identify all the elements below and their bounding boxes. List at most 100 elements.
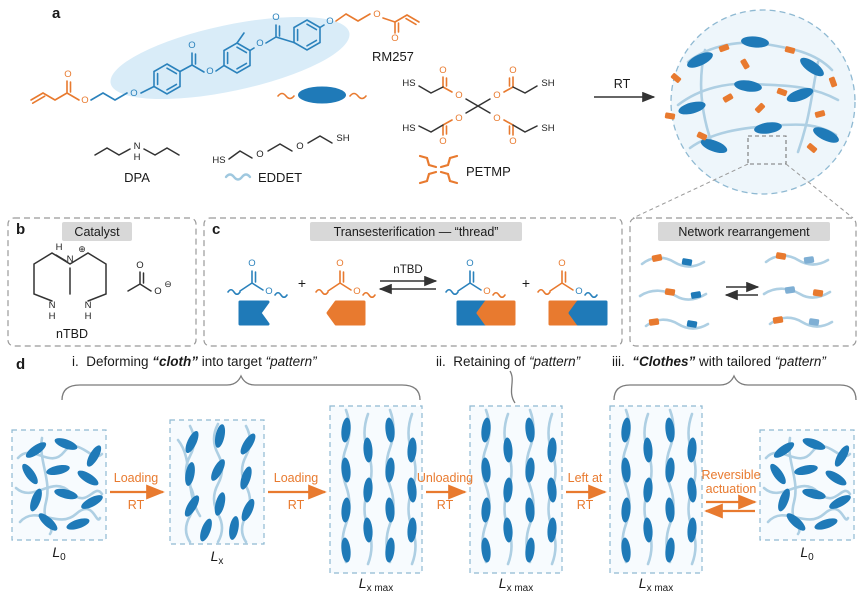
svg-text:H: H xyxy=(134,152,141,163)
svg-text:HS: HS xyxy=(402,123,415,134)
rm257-structure: O O O O O O O O O O xyxy=(30,9,420,106)
svg-text:O: O xyxy=(353,286,360,297)
heading-step-ii: ii. Retaining of “pattern” xyxy=(436,354,581,369)
panel-c: c Transesterification — “thread” O O + O… xyxy=(203,217,857,347)
rm257-highlight xyxy=(110,16,350,100)
svg-text:H: H xyxy=(85,311,92,322)
svg-text:O: O xyxy=(391,33,398,44)
dpa-label: DPA xyxy=(124,170,150,185)
svg-text:N: N xyxy=(49,300,56,311)
thread-piece-orange xyxy=(476,300,516,326)
petmp-legend: PETMP xyxy=(418,154,511,185)
svg-text:O: O xyxy=(206,66,213,77)
length-label-3: Lx max xyxy=(359,575,393,591)
svg-text:O: O xyxy=(272,12,279,23)
network-rearrangement: Network rearrangement xyxy=(629,217,857,347)
ester-orange-blue: O O xyxy=(537,258,608,326)
length-label-5: Lx max xyxy=(639,575,673,591)
svg-text:SH: SH xyxy=(336,133,349,144)
svg-text:O: O xyxy=(265,286,272,297)
svg-text:O: O xyxy=(154,286,161,297)
svg-text:O: O xyxy=(130,88,137,99)
svg-text:Loading: Loading xyxy=(114,471,159,485)
svg-text:O: O xyxy=(256,38,263,49)
svg-text:O: O xyxy=(188,40,195,51)
svg-text:O: O xyxy=(509,136,516,147)
length-label-4: Lx max xyxy=(499,575,533,591)
svg-text:O: O xyxy=(493,90,500,101)
brace-step-i xyxy=(61,374,421,401)
svg-text:H: H xyxy=(56,242,63,253)
panel-b-box xyxy=(7,217,197,347)
svg-text:HS: HS xyxy=(212,155,225,166)
svg-text:O: O xyxy=(455,113,462,124)
svg-text:Reversible: Reversible xyxy=(701,468,760,482)
panel-b-label: b xyxy=(16,221,25,238)
panel-c-box xyxy=(203,217,623,347)
svg-text:Unloading: Unloading xyxy=(417,471,473,485)
pointer-step-ii xyxy=(509,370,516,404)
svg-text:actuation: actuation xyxy=(706,482,757,496)
brace-step-iii xyxy=(613,374,857,401)
svg-text:O: O xyxy=(466,258,473,269)
svg-text:O: O xyxy=(558,258,565,269)
panel-b: b Catalyst N H ⊕ N H N H O O ⊖ nTBD xyxy=(7,217,197,347)
rm257-cartoon xyxy=(277,86,367,104)
svg-text:O: O xyxy=(373,9,380,20)
svg-text:Loading: Loading xyxy=(274,471,319,485)
network-cartoon xyxy=(632,9,856,219)
rt-arrow-label: RT xyxy=(614,77,631,91)
svg-text:O: O xyxy=(136,260,143,271)
ntbd-over-arrow: nTBD xyxy=(393,264,422,276)
equilibrium-arrows: nTBD xyxy=(378,264,438,295)
svg-text:⊖: ⊖ xyxy=(164,279,172,289)
plus-sign: + xyxy=(298,275,306,291)
svg-text:RT: RT xyxy=(577,498,594,512)
catalyst-badge-label: Catalyst xyxy=(74,225,120,239)
length-label-1: L0 xyxy=(52,544,66,563)
transesterification-badge-label: Transesterification — “thread” xyxy=(334,225,499,239)
svg-text:O: O xyxy=(439,65,446,76)
plus-sign: + xyxy=(522,275,530,291)
svg-text:RT: RT xyxy=(128,498,145,512)
thread-piece-orange xyxy=(326,300,366,326)
svg-text:O: O xyxy=(296,141,303,152)
svg-text:O: O xyxy=(575,286,582,297)
network-rearrangement-badge xyxy=(658,222,830,241)
heading-step-iii: iii. “Clothes” with tailored “pattern” xyxy=(612,354,826,369)
svg-text:HS: HS xyxy=(402,78,415,89)
length-label-6: L0 xyxy=(800,544,814,563)
ester-orange: O O xyxy=(315,258,376,326)
svg-text:O: O xyxy=(326,16,333,27)
length-label-2: Lx xyxy=(211,548,224,567)
rm257-label: RM257 xyxy=(372,49,414,64)
rt-arrow: RT xyxy=(594,77,656,103)
heading-step-i: i. Deforming “cloth” into target “patter… xyxy=(72,354,317,369)
eddet-structure: HS O O SH xyxy=(212,133,349,166)
svg-text:O: O xyxy=(248,258,255,269)
petmp-structure: O O HS O O SH O O HS O O SH xyxy=(402,65,554,147)
panel-a-label: a xyxy=(52,5,61,22)
svg-text:N: N xyxy=(67,254,74,265)
svg-text:N: N xyxy=(134,141,141,152)
transesterification-badge xyxy=(310,222,522,241)
panel-c-label: c xyxy=(212,221,220,238)
eddet-label: EDDET xyxy=(258,170,302,185)
crosslinker-icon xyxy=(418,154,459,185)
svg-text:O: O xyxy=(256,149,263,160)
svg-text:SH: SH xyxy=(541,123,554,134)
zoom-line-right xyxy=(785,163,854,219)
panel-a: a O O O O O O O O xyxy=(30,5,856,219)
petmp-label: PETMP xyxy=(466,164,511,179)
panel-d: d i. Deforming “cloth” into target “patt… xyxy=(11,354,857,591)
arrow-loading-1: Loading RT xyxy=(110,471,165,512)
arrow-reversible-actuation: Reversible actuation xyxy=(701,468,761,519)
svg-text:O: O xyxy=(81,95,88,106)
ntbd-label: nTBD xyxy=(56,327,88,341)
ntbd-structure: N H ⊕ N H N H O O ⊖ xyxy=(33,242,172,322)
network-rearrangement-badge-label: Network rearrangement xyxy=(678,225,810,239)
catalyst-badge xyxy=(62,222,132,241)
svg-text:Left at: Left at xyxy=(568,471,603,485)
